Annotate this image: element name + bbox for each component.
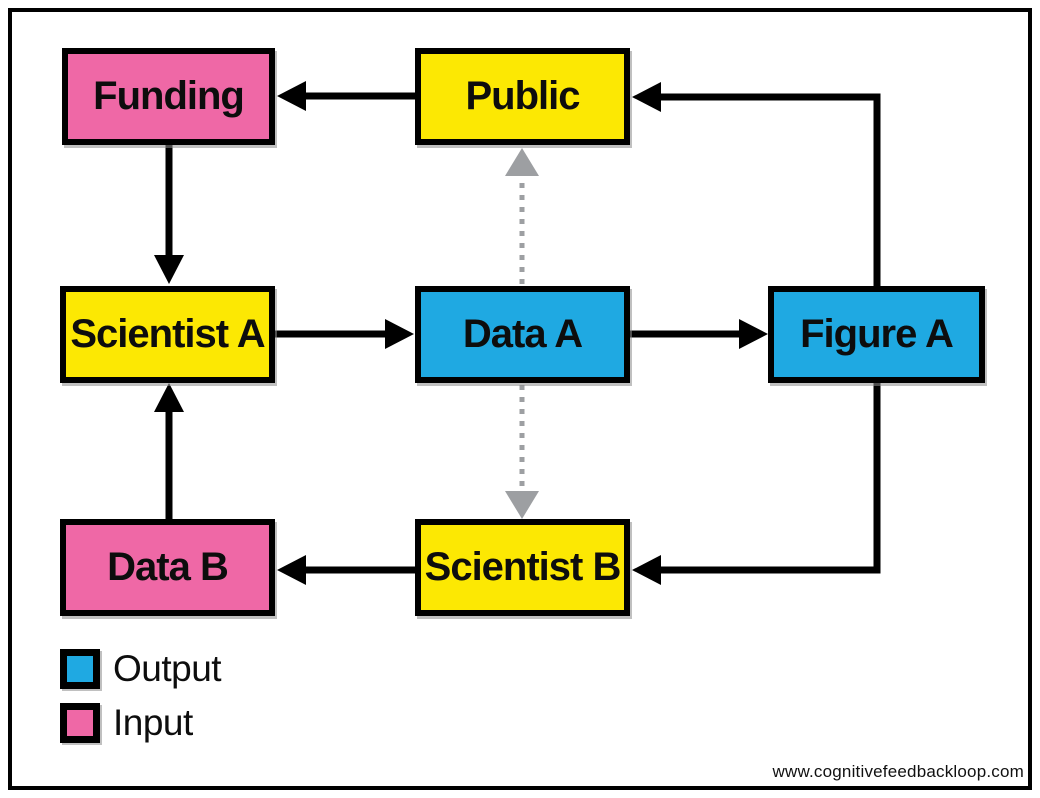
node-public: Public bbox=[415, 48, 630, 145]
input-color-swatch bbox=[60, 702, 100, 743]
arrow-figure-a-to-public bbox=[632, 82, 881, 286]
node-funding: Funding bbox=[62, 48, 275, 145]
node-scientist-a: Scientist A bbox=[60, 286, 275, 383]
arrow-data-b-to-scientist-a bbox=[154, 383, 184, 519]
node-data-b-label: Data B bbox=[107, 545, 229, 589]
legend-item-input: Input bbox=[60, 702, 221, 743]
legend-item-output: Output bbox=[60, 647, 222, 689]
arrow-public-to-funding bbox=[277, 81, 415, 111]
output-color-swatch bbox=[60, 648, 100, 689]
watermark-url: www.cognitivefeedbackloop.com bbox=[772, 762, 1024, 781]
node-funding-label: Funding bbox=[93, 74, 245, 118]
arrow-scientist-a-to-data-a bbox=[275, 319, 414, 349]
dotted-arrow-data-a-to-public bbox=[505, 148, 539, 284]
legend-label-output: Output bbox=[113, 647, 222, 689]
node-figure-a: Figure A bbox=[768, 286, 985, 383]
node-figure-a-label: Figure A bbox=[800, 312, 954, 356]
outer-frame bbox=[8, 8, 1032, 790]
dotted-arrow-data-a-to-scientist-b bbox=[505, 385, 539, 519]
legend: Output Input bbox=[60, 647, 222, 756]
node-scientist-a-label: Scientist A bbox=[70, 312, 265, 356]
node-data-b: Data B bbox=[60, 519, 275, 616]
node-scientist-b: Scientist B bbox=[415, 519, 630, 616]
node-data-a-label: Data A bbox=[462, 312, 583, 356]
node-scientist-b-label: Scientist B bbox=[424, 545, 622, 589]
legend-label-input: Input bbox=[113, 701, 193, 743]
arrow-funding-to-scientist-a bbox=[154, 145, 184, 284]
arrow-scientist-b-to-data-b bbox=[277, 555, 415, 585]
arrow-data-a-to-figure-a bbox=[630, 319, 768, 349]
node-public-label: Public bbox=[465, 74, 580, 118]
node-data-a: Data A bbox=[415, 286, 630, 383]
arrow-figure-a-to-scientist-b bbox=[632, 383, 881, 585]
